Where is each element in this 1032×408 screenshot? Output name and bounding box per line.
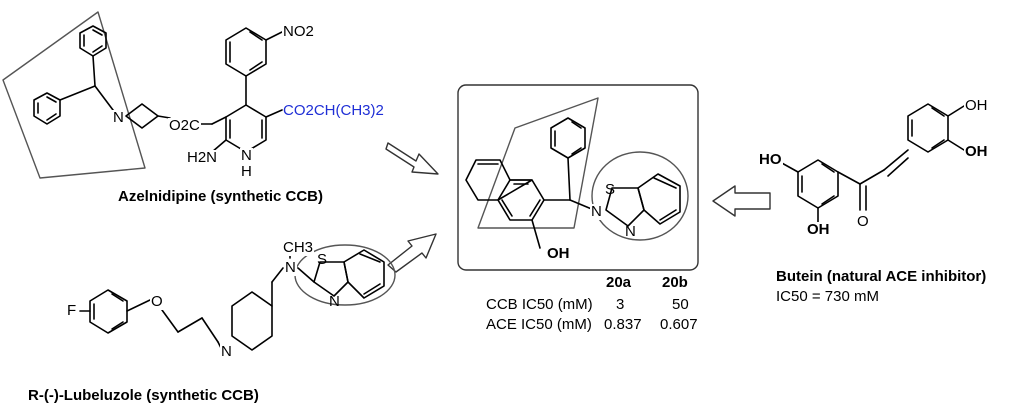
atom-no2: NO2 (282, 23, 315, 40)
table-row-ccb-20a: 3 (616, 296, 625, 313)
atom-oh-hybrid: OH (547, 245, 570, 262)
atom-ester-iso: CO2CH(CH3)2 (283, 102, 384, 119)
atom-n-lubeluzole: N (329, 293, 340, 310)
atom-n-piperidine: N (220, 343, 233, 360)
atom-f: F (66, 302, 78, 319)
atom-o2c: O2C (168, 117, 201, 134)
azelnidipine-structure (2, 11, 283, 179)
atom-o-ether: O (150, 293, 164, 310)
atom-n-link: N (590, 203, 603, 220)
table-row-label-ace: ACE IC50 (mM) (486, 316, 592, 333)
table-col-20b: 20b (662, 274, 688, 291)
atom-oh-butein-bottom: OH (806, 221, 831, 238)
caption-lubeluzole: R-(-)-Lubeluzole (synthetic CCB) (28, 387, 259, 404)
atom-ho-butein: HO (758, 151, 783, 168)
atom-s-lubeluzole: S (317, 251, 328, 268)
atom-n-hybrid: N (625, 223, 636, 240)
hybrid-highlight-ellipse (591, 151, 689, 241)
atom-n-azetidine: N (112, 109, 125, 126)
hollow-arrow-lubeluzole (387, 233, 437, 273)
azelnidipine-highlight-box (2, 11, 146, 179)
caption-azelnidipine: Azelnidipine (synthetic CCB) (118, 188, 324, 205)
atom-oh-butein-right: OH (964, 143, 989, 160)
atom-s-hybrid: S (605, 181, 616, 198)
atom-ch3: CH3 (282, 239, 315, 256)
table-row-label-ccb: CCB IC50 (mM) (486, 296, 593, 313)
atom-nh-n: N (240, 147, 253, 164)
table-col-20a: 20a (606, 274, 632, 291)
hollow-arrow-butein (712, 185, 771, 217)
atom-oh-butein-top: OH (964, 97, 989, 114)
hybrid-compound-structure (457, 84, 699, 271)
butein-structure (779, 103, 965, 223)
atom-h2n: H2N (186, 149, 219, 166)
lubeluzole-structure (79, 244, 396, 351)
table-row-ace-20a: 0.837 (604, 316, 642, 333)
hybrid-frame (457, 84, 699, 271)
atom-n-amine: N (284, 259, 297, 276)
caption-butein: Butein (natural ACE inhibitor) (776, 268, 987, 285)
atom-nh-h: H (241, 163, 252, 180)
hybrid-highlight-box (477, 97, 599, 229)
atom-o-keto: O (857, 213, 869, 230)
table-row-ace-20b: 0.607 (660, 316, 698, 333)
table-row-ccb-20b: 50 (672, 296, 689, 313)
hollow-arrow-azelnidipine (385, 142, 439, 175)
caption-butein-ic50: IC50 = 730 mM (776, 288, 879, 305)
